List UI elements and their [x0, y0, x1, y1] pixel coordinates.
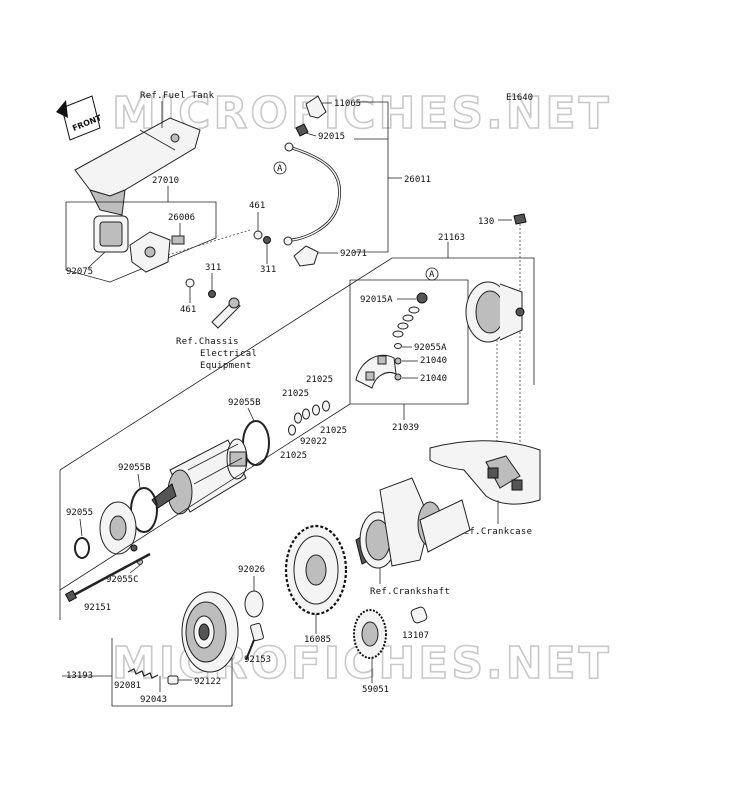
label-92015: 92015 [318, 132, 345, 142]
label-21163: 21163 [438, 233, 465, 243]
brush-holder [355, 354, 397, 389]
label-92151: 92151 [84, 603, 111, 613]
bolt-92153 [245, 622, 264, 661]
callout-a-lower [425, 267, 439, 281]
ref-crankshaft: Ref.Crankshaft [370, 587, 450, 597]
label-21025-c: 21025 [320, 426, 347, 436]
label-461-upper: 461 [249, 201, 265, 211]
washer-92026 [244, 590, 264, 618]
label-13107: 13107 [402, 631, 429, 641]
ref-fuel-tank: Ref.Fuel Tank [140, 91, 215, 101]
bolt-130 [513, 213, 527, 470]
ref-chassis-2: Electrical [200, 349, 257, 359]
label-21025-d: 21025 [280, 451, 307, 461]
label-92043: 92043 [140, 695, 167, 705]
label-21025-a: 21025 [282, 389, 309, 399]
callout-a-lower-letter: A [429, 270, 435, 280]
label-92022: 92022 [300, 437, 327, 447]
label-92055: 92055 [66, 508, 93, 518]
idle-gear [284, 524, 348, 616]
front-arrow-icon: FRONT [56, 95, 103, 141]
fuel-tank-bracket [74, 117, 201, 216]
label-16085: 16085 [304, 635, 331, 645]
nut-92015a [416, 292, 428, 304]
label-92026: 92026 [238, 565, 265, 575]
crankshaft [355, 477, 471, 569]
washer-21025-d [288, 424, 296, 436]
label-92122: 92122 [194, 677, 221, 687]
label-461-lower: 461 [180, 305, 196, 315]
starter-end-cover [465, 281, 525, 343]
label-21040-a: 21040 [420, 356, 447, 366]
label-311-lower: 311 [205, 263, 221, 273]
diagram-code: E1640 [506, 93, 533, 103]
label-26006: 26006 [168, 213, 195, 223]
label-21040-b: 21040 [420, 374, 447, 384]
relay-cover [93, 215, 129, 253]
ref-crankcase: Ref.Crankcase [458, 527, 532, 537]
terminal-cap-92071 [293, 245, 319, 267]
label-59051: 59051 [362, 685, 389, 695]
ref-chassis-1: Ref.Chassis [176, 337, 239, 347]
starter-clutch [181, 591, 239, 673]
gear-59051 [353, 609, 387, 659]
label-92055B-upper: 92055B [228, 398, 261, 408]
nut-311-lower [208, 290, 216, 298]
callout-a-upper-letter: A [277, 164, 283, 174]
label-26011: 26011 [404, 175, 431, 185]
washer-21025-b [302, 408, 310, 420]
label-311-upper: 311 [260, 265, 276, 275]
washer-stack [392, 306, 420, 338]
through-bolt-92151 [64, 552, 151, 603]
crankcase-section [429, 440, 541, 505]
shaft-13107 [410, 606, 428, 624]
starter-cable [283, 142, 342, 246]
washer-92022 [312, 404, 320, 416]
label-92055C: 92055C [106, 575, 139, 585]
callout-a-upper [273, 161, 287, 175]
label-92055A: 92055A [414, 343, 447, 353]
nut-92015 [295, 123, 309, 137]
starter-motor [151, 438, 248, 515]
label-92075: 92075 [66, 267, 93, 277]
label-130: 130 [478, 217, 494, 227]
brush-21040-a [394, 357, 402, 365]
nut-461-lower [185, 278, 195, 288]
spring-92081 [127, 668, 159, 679]
label-92015A: 92015A [360, 295, 393, 305]
washer-21025-c [322, 400, 330, 412]
label-92081: 92081 [114, 681, 141, 691]
label-27010: 27010 [152, 176, 179, 186]
nut-461-upper [253, 230, 263, 240]
label-92055B-lower: 92055B [118, 463, 151, 473]
label-21025-b: 21025 [306, 375, 333, 385]
label-13193: 13193 [66, 671, 93, 681]
washer-21025-a [294, 412, 302, 424]
o-ring-92055a [394, 343, 402, 349]
starter-front-cover [99, 501, 138, 555]
o-ring-92055 [74, 537, 90, 559]
nut-311-upper [263, 236, 271, 244]
brush-21040-b [394, 373, 402, 381]
label-92153: 92153 [244, 655, 271, 665]
label-92071: 92071 [340, 249, 367, 259]
label-11065: 11065 [334, 99, 361, 109]
roller-92122 [167, 675, 179, 685]
starter-relay [129, 231, 185, 273]
ref-chassis-3: Equipment [200, 361, 251, 371]
cable-cap-11065 [305, 95, 327, 119]
terminal-bolt [211, 297, 241, 329]
label-21039: 21039 [392, 423, 419, 433]
